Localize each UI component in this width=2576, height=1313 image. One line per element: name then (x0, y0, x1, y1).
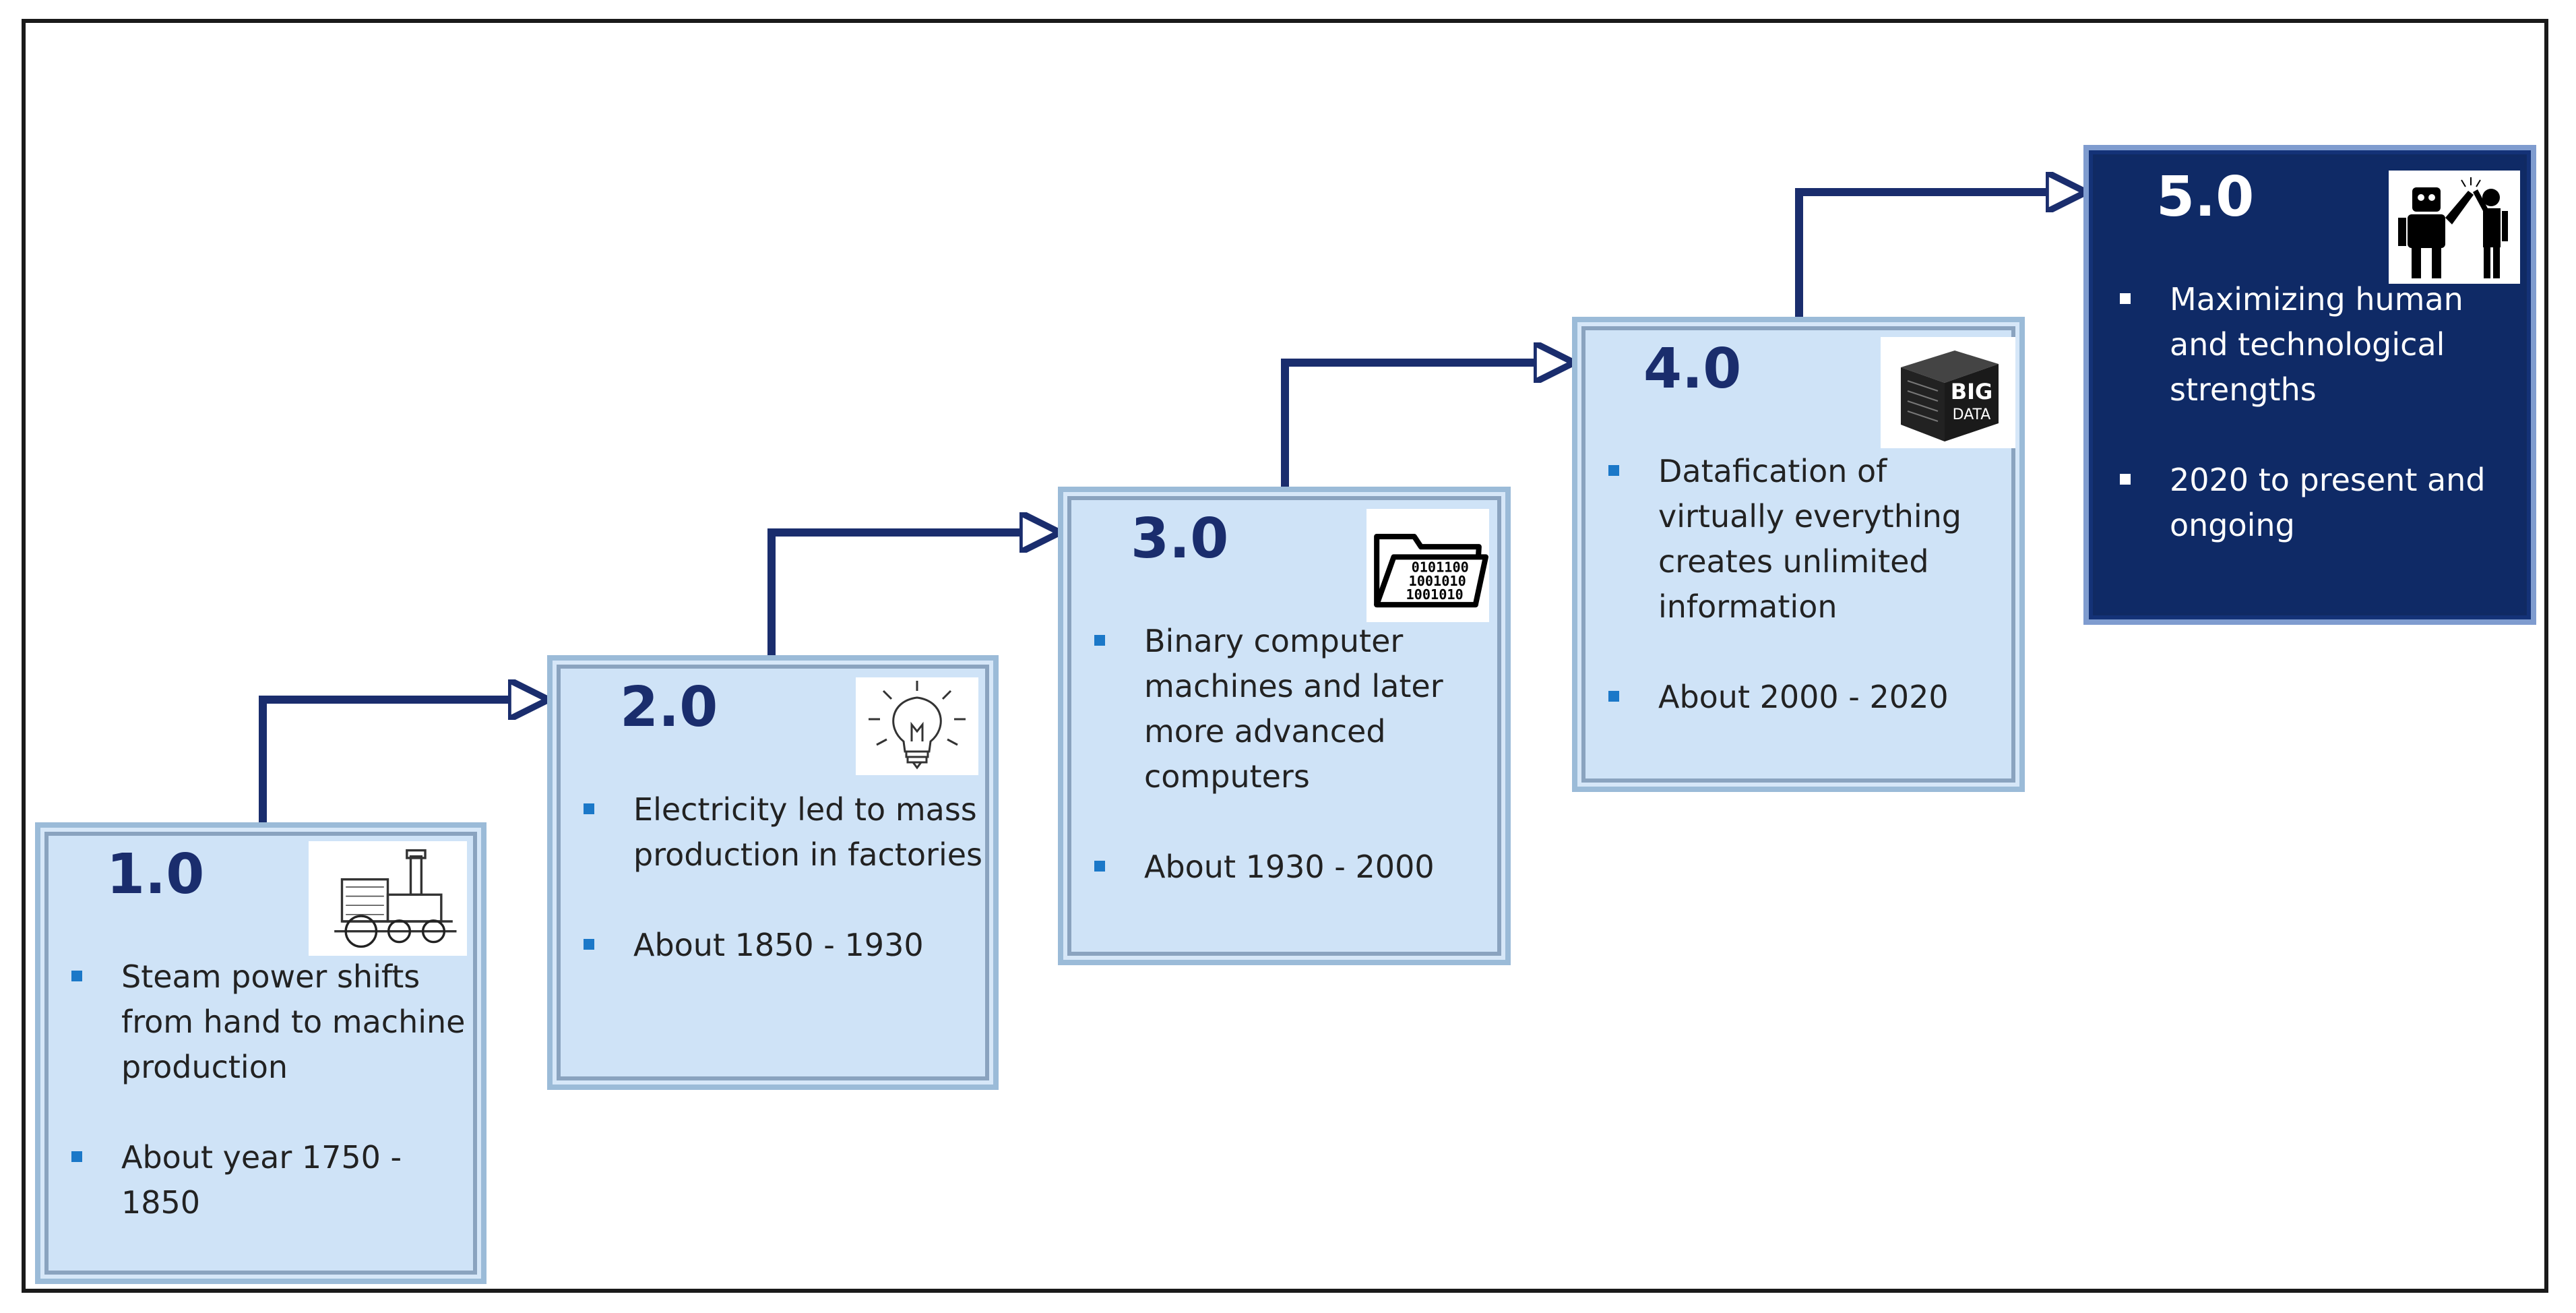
stage-description: Maximizing human and technological stren… (2102, 277, 2527, 413)
stage-description: Steam power shifts from hand to machine … (54, 954, 478, 1090)
binary-folder-icon: 0101100 1001010 1001010 (1366, 509, 1489, 622)
icon-data-text: DATA (1953, 406, 1991, 423)
stage-bullets: Datafication of virtually everything cre… (1591, 449, 2015, 765)
stage-bullets: Maximizing human and technological stren… (2102, 277, 2527, 593)
bullet-marker (1608, 465, 1619, 476)
stage-version: 3.0 (1131, 507, 1229, 571)
stage-period: About 1850 - 1930 (566, 923, 991, 968)
stage-card-3: 3.0 0101100 1001010 1001010 Binary compu… (1058, 487, 1511, 965)
stage-bullets: Binary computer machines and later more … (1077, 619, 1501, 935)
light-bulb-icon (856, 677, 978, 775)
bullet-marker (1094, 635, 1105, 646)
stage-version: 4.0 (1643, 337, 1742, 401)
bullet-marker (71, 971, 82, 981)
stage-period: About 1930 - 2000 (1077, 845, 1501, 890)
stage-card-5: 5.0 Maximizing h (2083, 145, 2536, 625)
icon-binary-line: 1001010 (1406, 586, 1464, 603)
stage-period: 2020 to present and ongoing (2102, 458, 2527, 548)
bullet-marker (1608, 691, 1619, 702)
bullet-marker (1094, 861, 1105, 872)
stage-card-4: 4.0 BIG DATA Datafication of virtually e… (1572, 317, 2025, 792)
stage-card-1: 1.0 Steam power shifts from hand to (35, 822, 486, 1284)
bullet-marker (584, 939, 594, 950)
stage-bullets: Electricity led to mass production in fa… (566, 787, 991, 1013)
stage-description: Datafication of virtually everything cre… (1591, 449, 2015, 630)
stage-period: About year 1750 - 1850 (54, 1135, 478, 1225)
arrow-2-to-3 (767, 532, 1056, 655)
bullet-marker (2120, 293, 2131, 304)
stage-description: Electricity led to mass production in fa… (566, 787, 991, 878)
stage-version: 1.0 (106, 843, 205, 907)
icon-binary-line: 1001010 (1409, 573, 1466, 589)
icon-big-text: BIG (1951, 379, 1993, 404)
icon-binary-line: 0101100 (1412, 559, 1469, 576)
big-data-cube-icon: BIG DATA (1881, 337, 2015, 448)
bullet-marker (2120, 474, 2131, 485)
stage-description: Binary computer machines and later more … (1077, 619, 1501, 799)
steam-locomotive-icon (309, 841, 467, 956)
arrow-4-to-5 (1795, 192, 2082, 317)
stage-period: About 2000 - 2020 (1591, 675, 2015, 720)
stage-version: 2.0 (620, 675, 718, 739)
bullet-marker (584, 803, 594, 814)
robot-human-high-five-icon (2389, 171, 2520, 284)
bullet-marker (71, 1151, 82, 1162)
arrow-3-to-4 (1281, 363, 1570, 487)
stage-version: 5.0 (2156, 165, 2255, 229)
stage-bullets: Steam power shifts from hand to machine … (54, 954, 478, 1271)
stage-card-2: 2.0 Electricity led to mass production i… (547, 655, 999, 1090)
arrow-1-to-2 (259, 700, 544, 822)
